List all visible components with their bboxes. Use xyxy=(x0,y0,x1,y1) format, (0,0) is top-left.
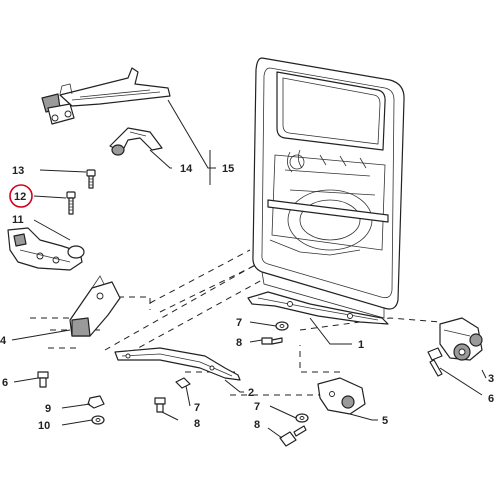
washer-7-low xyxy=(295,413,309,423)
guide-3 xyxy=(439,317,483,361)
callout-4: 4 xyxy=(0,335,7,347)
callout-10: 10 xyxy=(38,420,50,432)
screw-6-left xyxy=(37,371,49,388)
callout-7-low: 7 xyxy=(254,401,260,413)
callout-8-low: 8 xyxy=(254,419,260,431)
callout-9: 9 xyxy=(45,403,51,415)
hinge-11 xyxy=(7,227,85,271)
upper-hinge-assembly xyxy=(41,67,171,125)
rail-1 xyxy=(247,291,389,325)
highlight-circle xyxy=(9,184,33,208)
bolt-8-top xyxy=(261,337,283,345)
bolt-8-low xyxy=(279,425,307,447)
leader-lines xyxy=(11,99,487,439)
screw-13 xyxy=(86,169,96,189)
lower-rail-2 xyxy=(114,347,241,381)
callout-6-right: 6 xyxy=(488,393,494,405)
nut-9 xyxy=(87,395,105,409)
callout-7-mid: 7 xyxy=(194,402,200,414)
washer-7-mid xyxy=(175,377,191,389)
rear-door xyxy=(252,57,405,319)
hinge-4 xyxy=(69,275,121,337)
callout-13: 13 xyxy=(12,165,24,177)
callout-2: 2 xyxy=(248,387,254,399)
callout-11: 11 xyxy=(12,214,24,226)
callout-14: 14 xyxy=(180,163,193,175)
callout-8-top: 8 xyxy=(236,337,242,349)
screw-6-right xyxy=(427,347,443,377)
callout-12: 12 xyxy=(14,191,26,203)
bolt-8-mid xyxy=(154,397,166,413)
guide-5 xyxy=(317,377,366,415)
washer-10 xyxy=(91,415,105,425)
callout-15: 15 xyxy=(222,163,234,175)
callout-6-left: 6 xyxy=(2,377,8,389)
washer-7-top xyxy=(275,321,289,331)
callout-labels: 15 14 13 12 11 4 6 9 10 7 8 1 2 7 8 7 8 … xyxy=(0,163,494,432)
screw-12 xyxy=(66,191,76,215)
callout-8-mid: 8 xyxy=(194,418,200,430)
callout-7-top: 7 xyxy=(236,317,242,329)
callout-1: 1 xyxy=(358,339,364,351)
callout-3: 3 xyxy=(488,373,494,385)
callout-5: 5 xyxy=(382,415,388,427)
hinge-bracket-14 xyxy=(109,127,163,156)
